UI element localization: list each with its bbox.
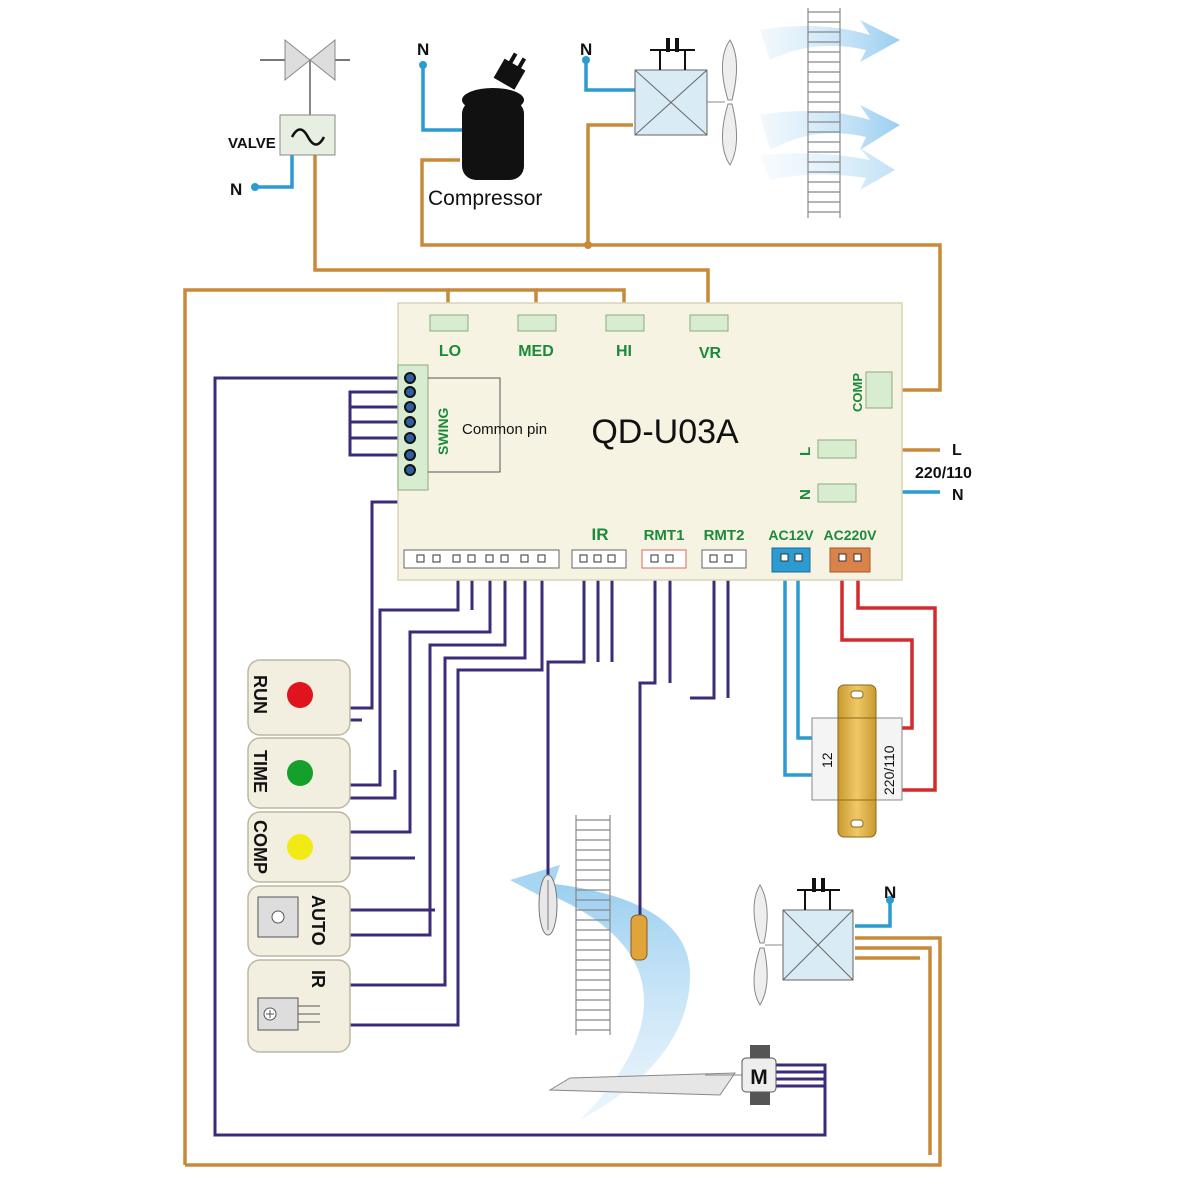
time-label: TIME [250, 750, 270, 793]
small-connector-pins [579, 553, 862, 563]
neutral-terminal-dots [251, 56, 894, 904]
valve-icon [260, 38, 350, 156]
line-label: L [952, 442, 962, 459]
common-pin-label: Common pin [462, 421, 547, 438]
connector-vr-label: VR [699, 345, 722, 362]
ir-receiver-icon [257, 997, 320, 1031]
ac220-wires [840, 568, 937, 792]
indoor-fan-motor-icon [634, 38, 737, 166]
connector-rmt1-label: RMT1 [644, 527, 685, 544]
connector-comp-label: COMP [850, 373, 865, 412]
transformer-primary-label: 220/110 [881, 745, 897, 795]
rmt2-connector [701, 549, 747, 569]
connector-ir-label: IR [592, 525, 609, 544]
mains-voltage-label: 220/110 [915, 465, 972, 482]
time-led-icon [287, 760, 313, 786]
compressor-icon [462, 52, 527, 180]
swing-motor-label: M [750, 1066, 768, 1089]
connector-ac12v-label: AC12V [768, 527, 814, 543]
compressor-neutral-label: N [417, 40, 429, 59]
mains-neutral-label: N [952, 487, 964, 504]
ac220v-connector [829, 547, 871, 573]
valve-neutral-label: N [230, 180, 242, 199]
swing-pins [404, 372, 416, 476]
evaporator-coil-icon [807, 8, 841, 218]
room-temp-sensor-icon [538, 874, 558, 936]
comp-label: COMP [250, 820, 270, 874]
valve-label: VALVE [228, 135, 276, 152]
connector-med-label: MED [518, 343, 554, 360]
display-connector-pins [416, 554, 546, 563]
junction-dot [584, 241, 592, 249]
swing-motor-icon [548, 1045, 777, 1105]
auto-label: AUTO [308, 895, 328, 946]
comp-led-icon [287, 834, 313, 860]
board-model: QD-U03A [591, 413, 739, 451]
run-led-icon [287, 682, 313, 708]
neutral-wires [255, 60, 940, 928]
connector-ac220v-label: AC220V [824, 527, 878, 543]
connector-l-label: L [797, 447, 814, 456]
rmt1-connector [641, 549, 687, 569]
condenser-coil-icon [575, 815, 611, 1035]
evaporator-airflow-top [760, 20, 900, 190]
connector-n-label: N [797, 489, 814, 500]
connector-lo-label: LO [439, 343, 461, 360]
compressor-label: Compressor [428, 187, 542, 210]
run-label: RUN [250, 675, 270, 714]
transformer-icon [811, 684, 903, 838]
transformer-secondary-label: 12 [819, 752, 835, 768]
pipe-temp-sensor-icon [630, 914, 648, 961]
auto-button-icon [257, 896, 299, 938]
ac12v-connector [771, 547, 811, 573]
relay-connectors [429, 314, 893, 503]
outdoor-fan-motor-icon [753, 878, 854, 1006]
connector-hi-label: HI [616, 343, 632, 360]
display-connector [403, 549, 560, 569]
fan-neutral-label: N [580, 40, 592, 59]
common-pin-bracket [428, 377, 501, 473]
swing-label: SWING [435, 407, 451, 455]
outdoor-fan-neutral-label: N [884, 883, 896, 902]
connector-rmt2-label: RMT2 [704, 527, 745, 544]
ir-label: IR [308, 970, 328, 988]
